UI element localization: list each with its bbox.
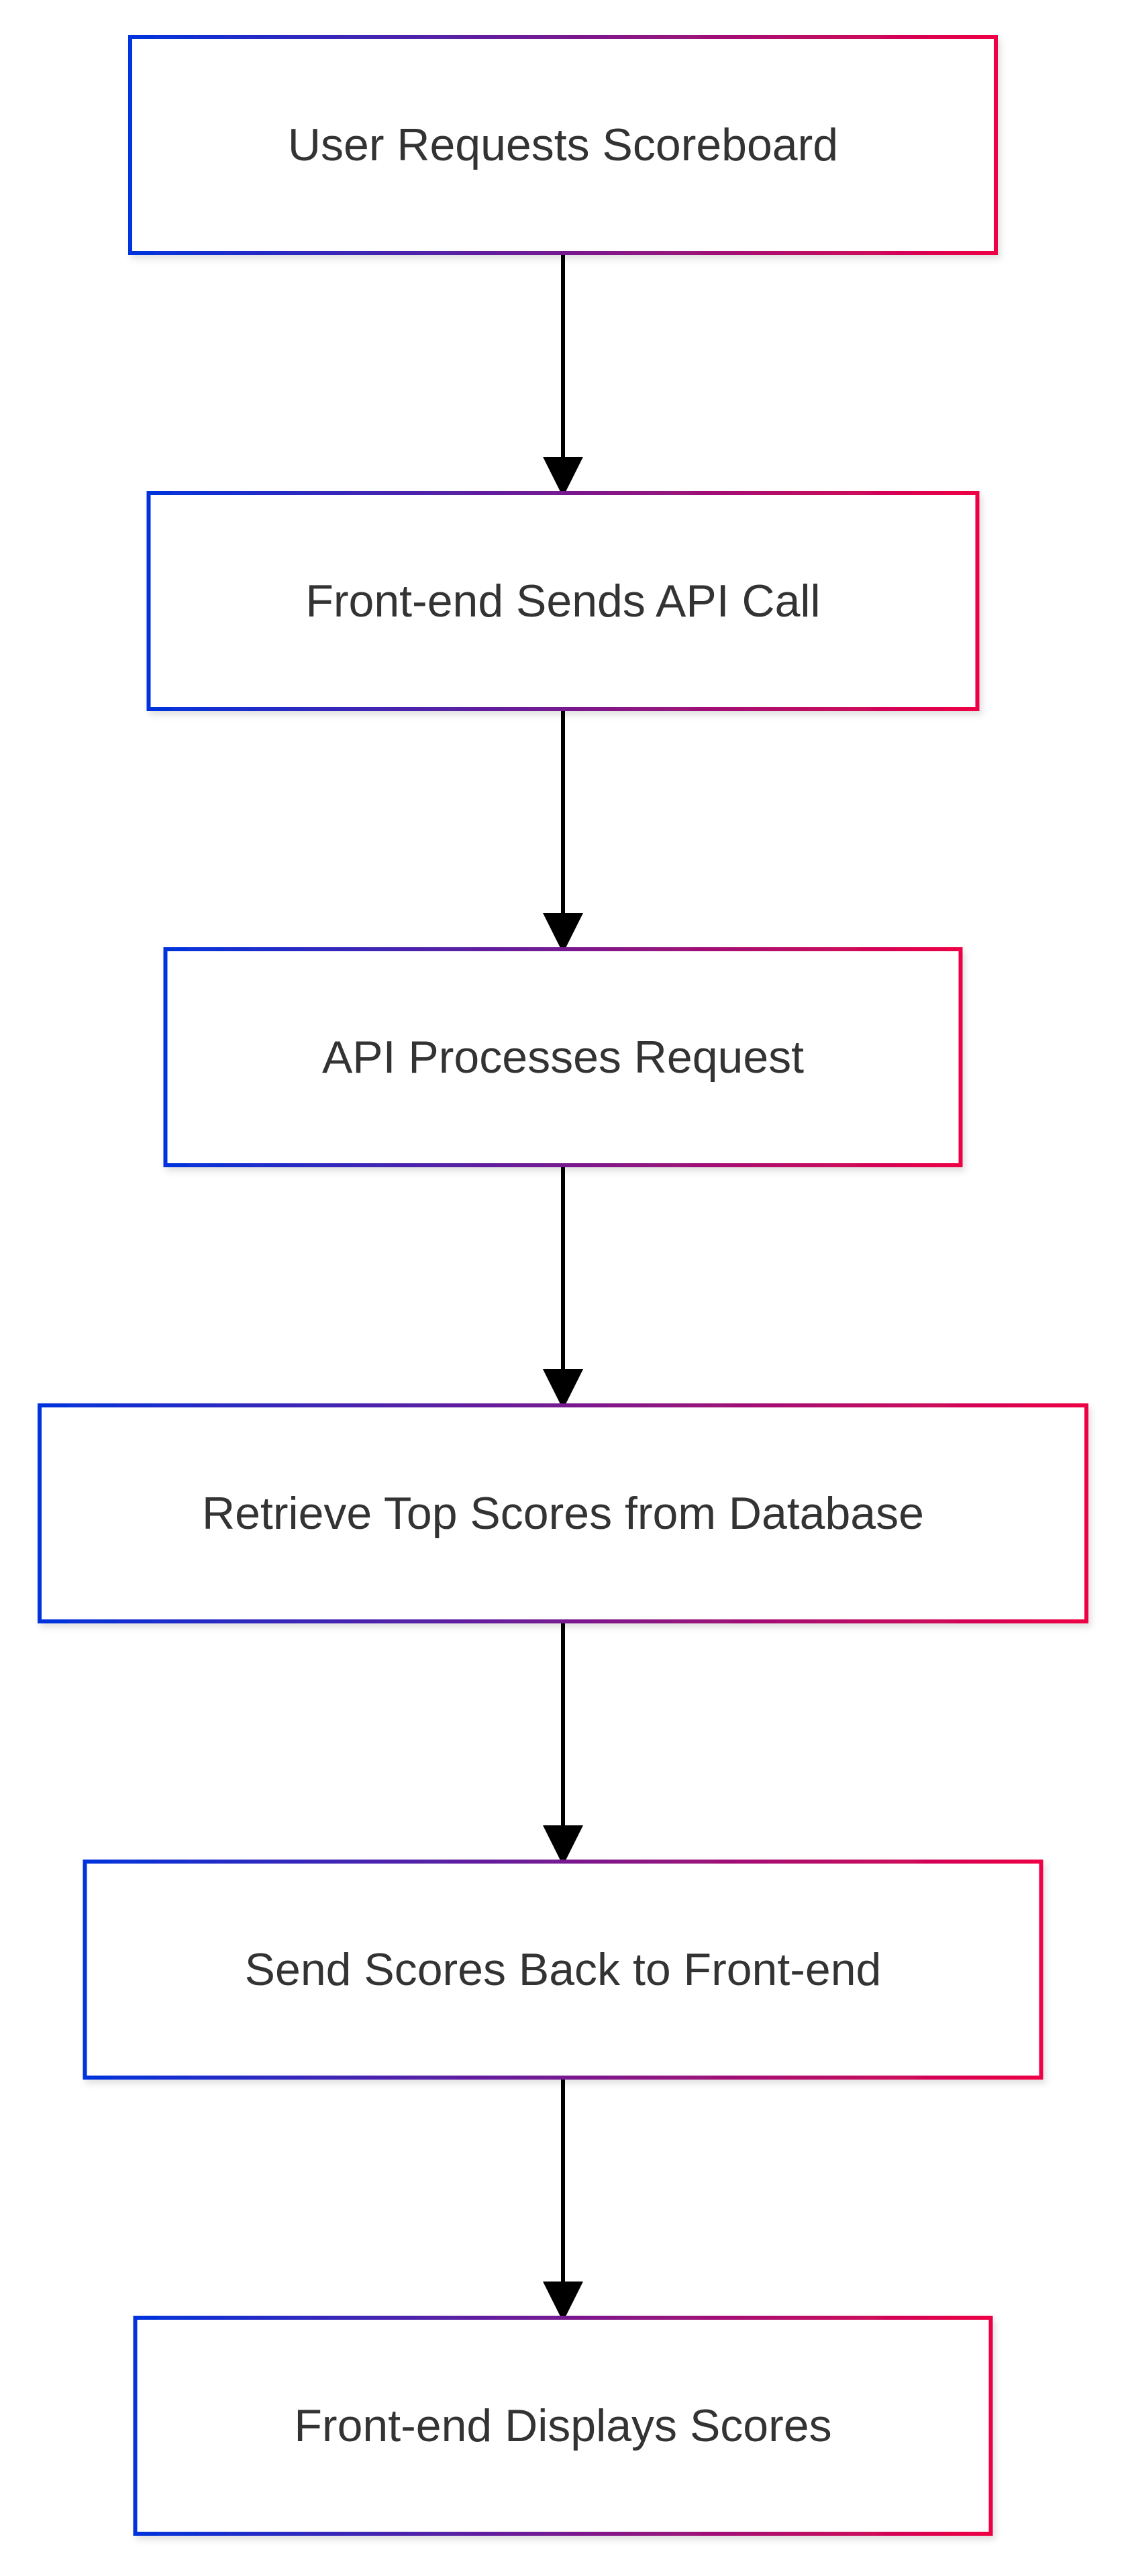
flow-node-label: Front-end Displays Scores bbox=[294, 2400, 831, 2451]
flow-node-4: Retrieve Top Scores from Database bbox=[38, 1403, 1088, 1623]
flow-node-label: Send Scores Back to Front-end bbox=[245, 1944, 882, 1995]
flow-node-3: API Processes Request bbox=[163, 947, 963, 1167]
flow-node-6: Front-end Displays Scores bbox=[133, 2316, 993, 2536]
flow-node-label: User Requests Scoreboard bbox=[288, 119, 838, 170]
flow-node-box bbox=[38, 1403, 1088, 1623]
flow-node-label: Retrieve Top Scores from Database bbox=[202, 1488, 924, 1539]
flow-node-box bbox=[146, 491, 980, 711]
flow-node-2: Front-end Sends API Call bbox=[146, 491, 980, 711]
flow-node-label: API Processes Request bbox=[322, 1032, 804, 1083]
flow-node-label: Front-end Sends API Call bbox=[305, 576, 820, 627]
flow-node-5: Send Scores Back to Front-end bbox=[83, 1860, 1043, 2080]
flow-node-box bbox=[128, 35, 998, 255]
flow-node-box bbox=[83, 1860, 1043, 2080]
flow-node-1: User Requests Scoreboard bbox=[128, 35, 998, 255]
flow-node-box bbox=[163, 947, 963, 1167]
flow-node-box bbox=[133, 2316, 993, 2536]
